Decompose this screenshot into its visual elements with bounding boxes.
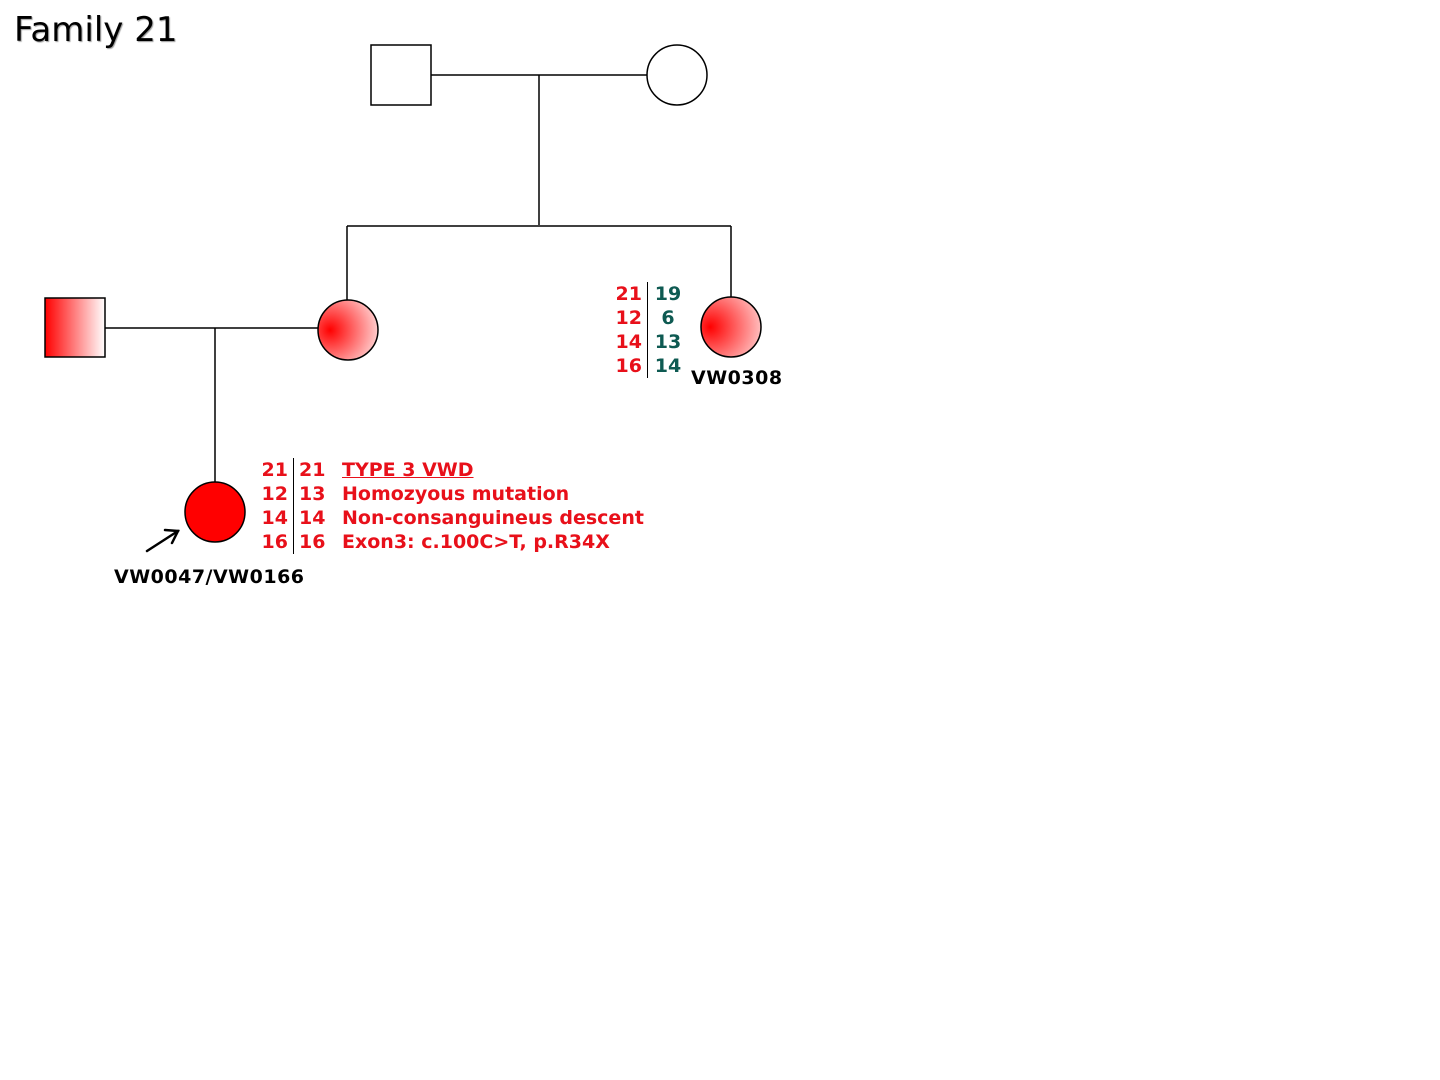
mutation-note: Homozyous mutation [342,483,570,505]
aunt-symbol [700,296,762,358]
allele-a: 16 [612,354,648,378]
allele-a: 21 [612,282,648,306]
allele-a: 14 [612,330,648,354]
allele-a: 14 [258,506,294,530]
allele-b: 13 [654,331,682,353]
mother-symbol [317,299,379,361]
proband-symbol [184,481,246,543]
allele-b: 14 [654,355,682,377]
allele-a: 12 [612,306,648,330]
variant-note: Exon3: c.100C>T, p.R34X [342,531,610,553]
allele-a: 12 [258,482,294,506]
father-symbol [44,297,106,358]
descent-note: Non-consanguineus descent [342,507,644,529]
allele-b: 16 [299,531,326,553]
allele-a: 21 [258,458,294,482]
allele-a: 16 [258,530,294,554]
diagnosis-label: TYPE 3 VWD [342,459,474,481]
aunt-haplotype: 21 19 12 6 14 13 16 14 [612,282,683,378]
allele-b: 21 [299,459,326,481]
grandmother-symbol [646,44,708,106]
proband-arrow-icon [145,528,180,553]
proband-id-label: VW0047/VW0166 [114,566,305,588]
grandfather-symbol [370,44,432,106]
allele-b: 19 [654,283,682,305]
aunt-id-label: VW0308 [691,367,783,389]
allele-b: 14 [299,507,326,529]
proband-haplotype: 21 21 TYPE 3 VWD 12 13 Homozyous mutatio… [258,458,644,554]
pedigree-lines [105,74,732,482]
page-title: Family 21 [14,10,178,50]
allele-b: 13 [299,483,326,505]
allele-b: 6 [661,307,675,329]
